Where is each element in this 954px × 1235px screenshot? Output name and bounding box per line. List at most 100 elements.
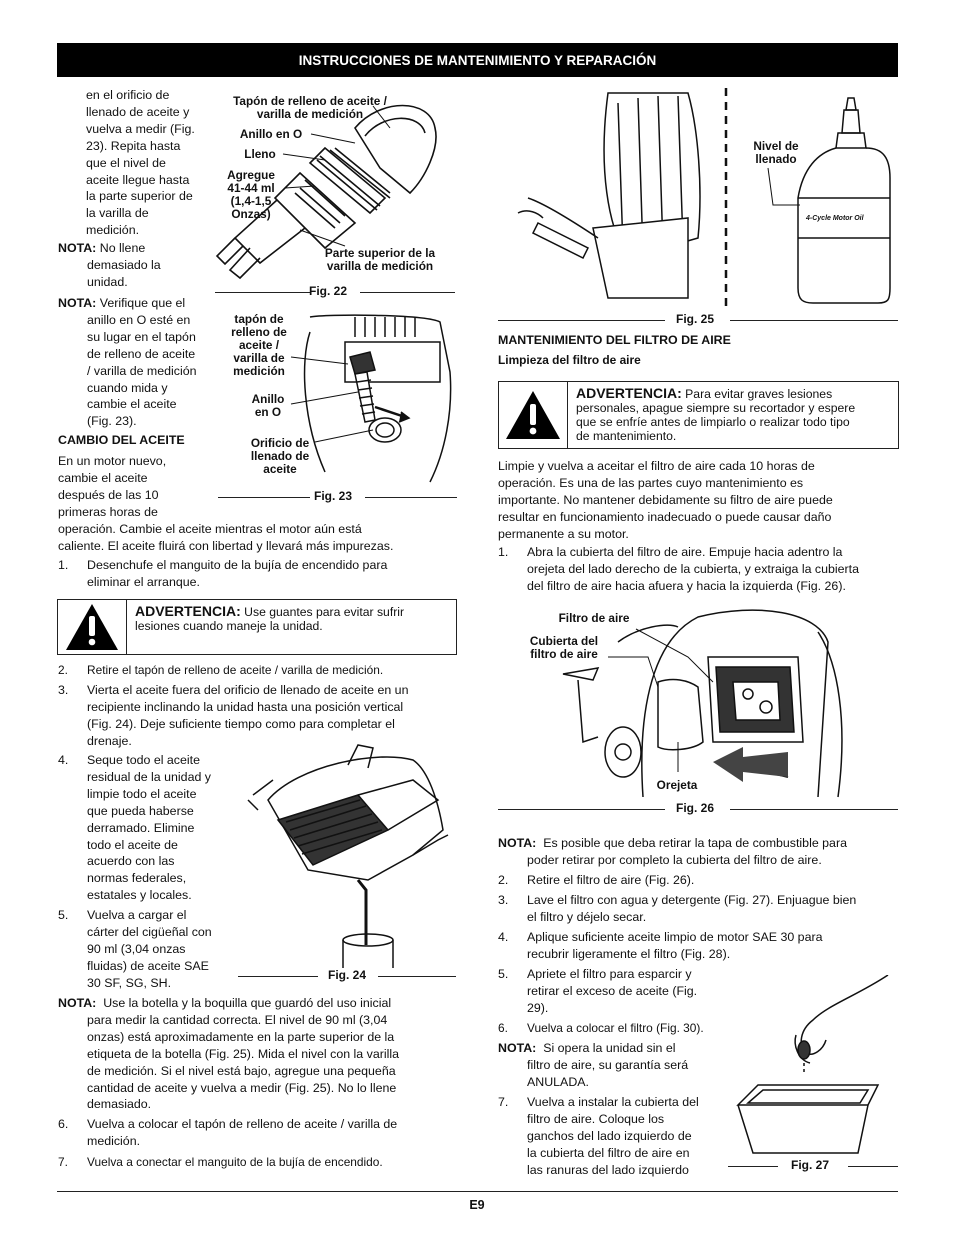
cambio-paragraph: operación. Cambie el aceite mientras el … <box>58 521 458 555</box>
page-number: E9 <box>469 1198 485 1212</box>
text-line: Apriete el filtro para esparcir y <box>527 967 692 981</box>
text-line: limpie todo el aceite <box>87 786 197 801</box>
text-line: después de las 10 <box>58 487 159 502</box>
text-line: medición. <box>87 1133 141 1148</box>
text-line: que se enfríe antes de limpiarlo o reali… <box>576 415 850 429</box>
text-line: residual de la unidad y <box>87 769 211 784</box>
text-line: todo el aceite de <box>87 837 178 852</box>
label-lleno: Lleno <box>244 147 276 161</box>
text-line: de medición. Si el nivel está bajo, agre… <box>87 1063 396 1078</box>
right-nota-1: NOTA: Es posible que deba retirar la tap… <box>498 836 847 867</box>
label-orificio: Orificio de llenado de aceite <box>250 436 310 476</box>
left-step-3: 3.Vierta el aceite fuera del orificio de… <box>58 683 409 748</box>
text-line: Limpie y vuelva a aceitar el filtro de a… <box>498 459 815 473</box>
left-step-1: 1.Desenchufe el manguito de la bujía de … <box>58 558 388 589</box>
air-filter-cover-illustration <box>562 609 843 798</box>
text-line: Seque todo el aceite <box>87 753 200 767</box>
oil-bottle-measure-illustration <box>517 88 891 306</box>
label-anillo: Anillo en O <box>239 127 303 141</box>
text-line: eliminar el arranque. <box>87 574 200 589</box>
text-line: la cubierta del filtro de aire en <box>527 1145 690 1160</box>
label-orejeta: Orejeta <box>656 778 698 792</box>
text-line: / varilla de medición <box>87 363 197 378</box>
left-step-6: 6.Vuelva a colocar el tapón de relleno d… <box>58 1117 398 1148</box>
air-filter-heading: MANTENIMIENTO DEL FILTRO DE AIRE <box>498 333 731 347</box>
label-anillo-23: Anillo en O <box>251 392 285 419</box>
text-line: (Fig. 23). <box>87 414 137 429</box>
text-line: el filtro y déjelo secar. <box>527 909 647 924</box>
text-line: ANULADA. <box>527 1074 589 1089</box>
text-line: Verifique que el <box>99 296 186 310</box>
text-line: de mantenimiento. <box>576 429 677 443</box>
text-line: unidad. <box>87 274 128 289</box>
text-line: 30 SF, SG, SH. <box>87 975 172 990</box>
fig26-caption: Fig. 26 <box>676 801 715 815</box>
text-line: demasiado la <box>87 257 161 272</box>
nota-botella: NOTA: Use la botella y la boquilla que g… <box>58 995 458 1113</box>
text-line: cantidad de aceite y vuelva a medir (Fig… <box>87 1080 397 1095</box>
washing-filter-illustration <box>736 975 889 1154</box>
text-line: que el nivel de <box>86 155 166 170</box>
cambio-heading: CAMBIO DEL ACEITE <box>58 433 185 447</box>
label-filtro: Filtro de aire <box>558 611 630 625</box>
text-line: que pueda haberse <box>87 803 194 818</box>
text-line: demasiado. <box>87 1097 152 1112</box>
text-line: filtro de aire. Coloque los <box>527 1111 665 1126</box>
text-line: onzas) está aproximadamente en la parte … <box>87 1029 395 1044</box>
text-line: permanente a su motor. <box>498 526 629 541</box>
fig27-caption: Fig. 27 <box>791 1158 830 1172</box>
text-line: Vuelva a instalar la cubierta del <box>527 1095 699 1109</box>
text-line: cambie el aceite <box>87 397 177 412</box>
figure-24: Fig. 24 <box>238 740 456 990</box>
text-line: operación. Cambie el aceite mientras el … <box>58 522 362 536</box>
text-line: la parte superior de <box>86 189 193 204</box>
text-line: recubrir ligeramente el filtro (Fig. 28)… <box>527 946 731 961</box>
text-line: Lave el filtro con agua y detergente (Fi… <box>527 893 857 907</box>
text-line: recipiente inclinando la unidad hasta un… <box>87 699 404 714</box>
text-line: Vuelva a colocar el tapón de relleno de … <box>87 1117 398 1131</box>
label-cubierta: Cubierta del filtro de aire <box>529 634 599 661</box>
text-line: primeras horas de <box>58 504 158 519</box>
left-step-2: 2.Retire el tapón de relleno de aceite /… <box>58 663 384 677</box>
warning-icon <box>499 382 568 448</box>
text-line: fluidas) de aceite SAE <box>87 958 209 973</box>
text-line: del filtro de aire hacia afuera y hacia … <box>527 578 846 593</box>
right-step-3: 3.Lave el filtro con agua y detergente (… <box>498 893 857 924</box>
text-line: Vuelva a cargar el <box>87 908 187 922</box>
text-line: Desenchufe el manguito de la bujía de en… <box>87 558 388 572</box>
text-line: derramado. Elimine <box>87 820 195 835</box>
right-step-6: 6.Vuelva a colocar el filtro (Fig. 30). <box>498 1021 704 1035</box>
text-line: Aplique suficiente aceite limpio de moto… <box>527 930 823 944</box>
text-line: la varilla de <box>86 206 149 221</box>
dipstick-illustration <box>215 104 437 280</box>
air-filter-subheading: Limpieza del filtro de aire <box>498 353 641 367</box>
text-line: ganchos del lado izquierdo de <box>527 1128 692 1143</box>
fig23-caption: Fig. 23 <box>314 489 353 503</box>
text-line: 29). <box>527 1000 549 1015</box>
bottle-label: 4-Cycle Motor Oil <box>806 215 864 222</box>
text-line: En un motor nuevo, <box>58 454 167 468</box>
left-step-7: 7.Vuelva a conectar el manguito de la bu… <box>58 1155 383 1169</box>
fig25-caption: Fig. 25 <box>676 312 715 326</box>
text-line: para medir la cantidad correcta. El nive… <box>87 1012 388 1027</box>
text-line: No llene <box>99 241 146 255</box>
figure-25: Nivel de llenado 4-Cycle Motor Oil Fig. … <box>498 88 898 332</box>
figure-27: Fig. 27 <box>728 975 898 1175</box>
text-line: personales, apague siempre su recortador… <box>576 401 856 415</box>
label-nivel: Nivel de llenado <box>753 139 799 166</box>
warning-box-cool: ADVERTENCIA: Para evitar graves lesiones… <box>498 381 899 449</box>
section-header: INSTRUCCIONES DE MANTENIMIENTO Y REPARAC… <box>57 43 898 77</box>
text-line: orejeta del lado derecho de la cubierta,… <box>527 561 860 576</box>
text-line: filtro de aire, su garantía será <box>527 1057 689 1072</box>
label-agregue: Agregue 41-44 ml (1,4-1,5 Onzas) <box>227 168 275 221</box>
text-line: en el orificio de <box>86 88 170 102</box>
text-line: de relleno de aceite <box>87 346 196 361</box>
text-line: su lugar en el tapón <box>87 329 196 344</box>
